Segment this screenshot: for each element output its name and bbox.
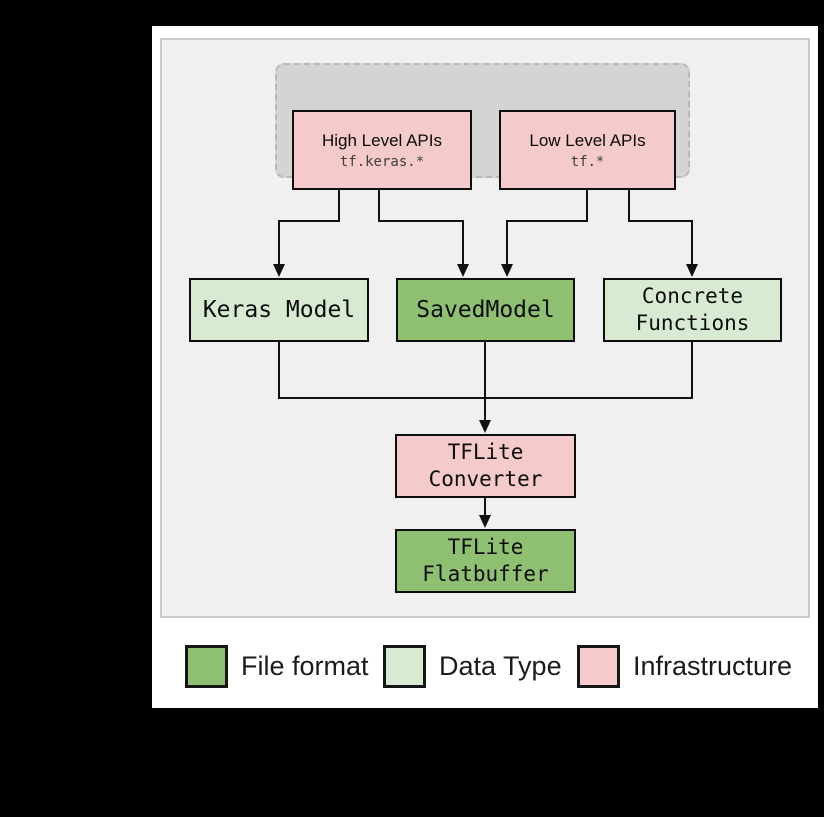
infrastructure-label: Infrastructure xyxy=(633,651,793,681)
keras-model-label: Keras Model xyxy=(202,297,356,323)
node-saved-model: SavedModel xyxy=(396,278,575,342)
legend-item-data-type: Data Type xyxy=(383,645,562,688)
tflite-flatbuffer-line1: TFLite xyxy=(447,535,524,559)
node-low-level-apis: Low Level APIs tf.* xyxy=(499,110,676,190)
tflite-flatbuffer-label: TFLite Flatbuffer xyxy=(422,534,548,588)
infrastructure-swatch xyxy=(577,645,620,688)
low-level-apis-code: tf.* xyxy=(570,153,605,170)
high-level-apis-title: High Level APIs xyxy=(321,130,442,150)
tflite-converter-label: TFLite Converter xyxy=(429,439,543,493)
tflite-converter-line1: TFLite xyxy=(447,440,524,464)
concrete-functions-label: Concrete Functions xyxy=(636,283,750,337)
concrete-functions-line1: Concrete xyxy=(641,284,744,308)
legend: File format Data Type Infrastructure xyxy=(152,645,818,688)
figure-card: High Level APIs tf.keras.* Low Level API… xyxy=(152,26,818,708)
diagram-panel: High Level APIs tf.keras.* Low Level API… xyxy=(160,38,810,618)
legend-item-file-format: File format xyxy=(185,645,369,688)
legend-item-infrastructure: Infrastructure xyxy=(577,645,792,688)
data-type-label: Data Type xyxy=(439,651,562,681)
node-keras-model: Keras Model xyxy=(189,278,369,342)
node-tflite-flatbuffer: TFLite Flatbuffer xyxy=(395,529,576,593)
node-high-level-apis: High Level APIs tf.keras.* xyxy=(292,110,472,190)
saved-model-label: SavedModel xyxy=(416,297,555,323)
high-level-apis-code: tf.keras.* xyxy=(339,153,425,170)
tensorflow-apis-group: High Level APIs tf.keras.* Low Level API… xyxy=(275,63,690,190)
data-type-swatch xyxy=(383,645,426,688)
tflite-converter-line2: Converter xyxy=(428,467,543,491)
node-tflite-converter: TFLite Converter xyxy=(395,434,576,498)
node-concrete-functions: Concrete Functions xyxy=(603,278,782,342)
tflite-flatbuffer-line2: Flatbuffer xyxy=(422,562,549,586)
connector-merge-bar xyxy=(278,342,693,399)
file-format-swatch xyxy=(185,645,228,688)
low-level-apis-title: Low Level APIs xyxy=(529,130,646,150)
file-format-label: File format xyxy=(241,651,369,681)
concrete-functions-line2: Functions xyxy=(635,311,750,335)
